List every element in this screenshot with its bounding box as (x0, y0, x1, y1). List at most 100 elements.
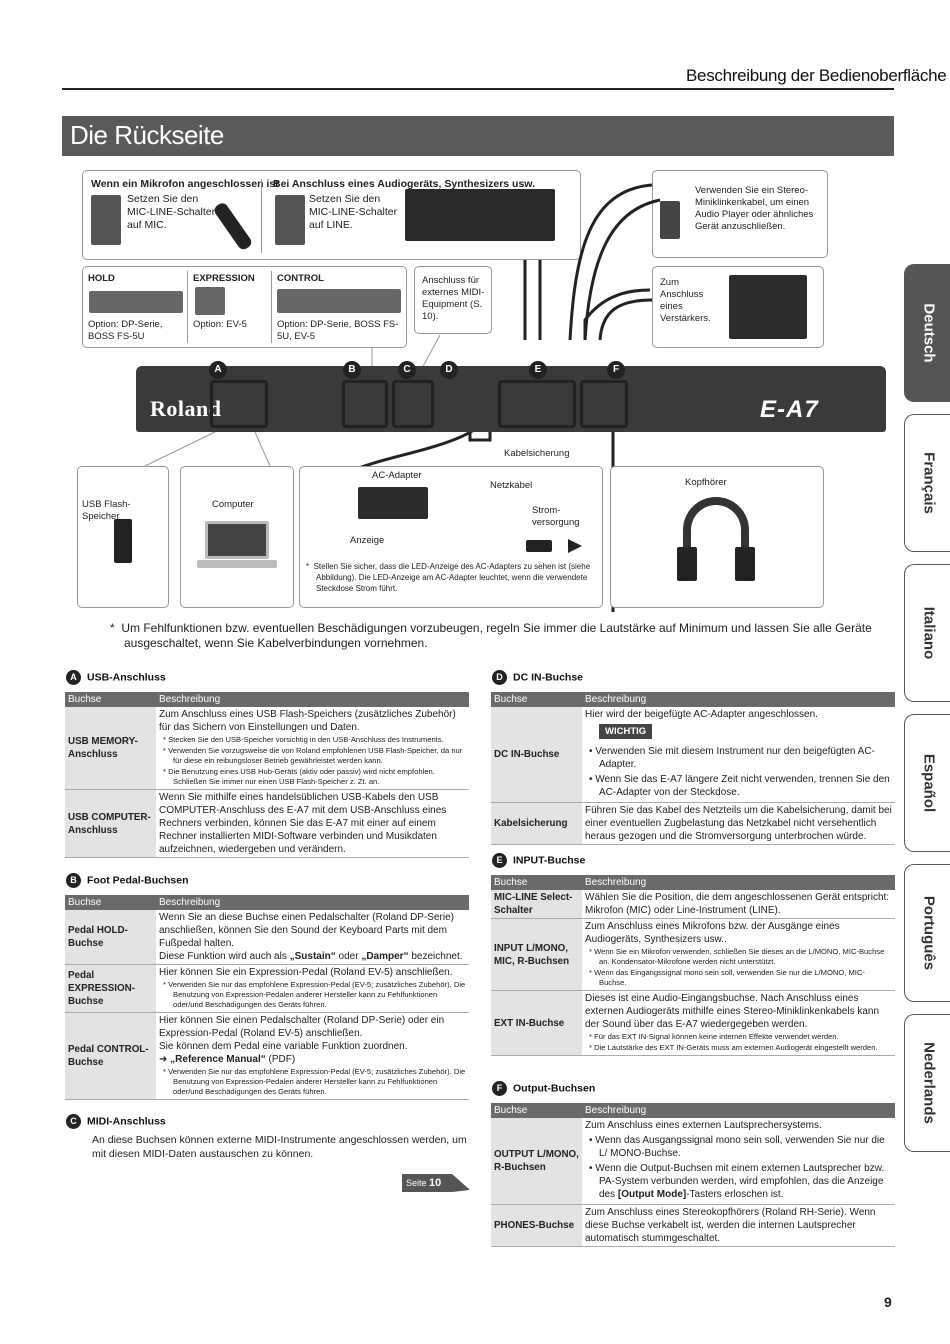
bullet: Verwenden Sie mit diesem Instrument nur … (585, 745, 892, 771)
bullet: Wenn die Output-Buchsen mit einem extern… (585, 1162, 892, 1201)
section-b-heading: B Foot Pedal-Buchsen (66, 873, 189, 888)
adapter-box: AC-Adapter Netzkabel Anzeige Strom-verso… (299, 466, 603, 608)
headphones-box: Kopfhörer (610, 466, 824, 608)
tab-nederlands[interactable]: Nederlands (904, 1014, 950, 1152)
desc-text: Hier können Sie einen Pedalschalter (Rol… (159, 1015, 445, 1039)
divider (187, 271, 188, 343)
row-desc: Dieses ist eine Audio-Eingangsbuchse. Na… (582, 990, 895, 1056)
usb-stick-image (114, 519, 132, 563)
tab-deutsch[interactable]: Deutsch (904, 264, 950, 402)
bullet: Wenn Sie das E-A7 längere Zeit nicht ver… (585, 773, 892, 799)
page-ref-label: Seite 10 (406, 1177, 441, 1189)
col-head: Buchse (491, 875, 582, 890)
text: Wenn die Output-Buchsen mit einem extern… (595, 1163, 885, 1200)
row-key: Kabelsicherung (491, 802, 582, 845)
row-key: Pedal CONTROL-Buchse (65, 1012, 156, 1100)
note: Die Benutzung eines USB Hub-Geräts (akti… (159, 767, 466, 787)
desc-text: Zum Anschluss eines USB Flash-Speichers … (159, 709, 456, 733)
row-key: MIC-LINE Select-Schalter (491, 890, 582, 919)
col-head: Beschreibung (156, 895, 469, 910)
computer-box: Computer (180, 466, 294, 608)
desc-text: Wenn Sie an diese Buchse einen Pedalscha… (159, 912, 454, 949)
row-desc: Zum Anschluss eines Stereokopfhörers (Ro… (582, 1204, 895, 1247)
col-head: Beschreibung (582, 1103, 895, 1118)
model-logo: E-A7 (760, 396, 819, 423)
section-b-title: Foot Pedal-Buchsen (87, 874, 189, 887)
kopfhoerer-label: Kopfhörer (685, 477, 727, 488)
note: Wenn das Eingangssignal mono sein soll, … (585, 968, 892, 988)
player-text: Verwenden Sie ein Stereo-Miniklinkenkabe… (695, 185, 814, 232)
table-row: Kabelsicherung Führen Sie das Kabel des … (491, 802, 895, 845)
note: Verwenden Sie vorzugsweise die von Rolan… (159, 746, 466, 766)
page-ref-button[interactable]: Seite 10 (402, 1172, 470, 1194)
row-desc: Hier können Sie einen Pedalschalter (Rol… (156, 1012, 469, 1100)
power-plug-image (526, 540, 552, 552)
tab-francais[interactable]: Français (904, 414, 950, 552)
amplifier-image (729, 275, 807, 339)
headphone-cup (677, 547, 697, 581)
mic-audio-box: Wenn ein Mikrofon angeschlossen ist Setz… (82, 170, 581, 260)
tab-label: Italiano (920, 606, 938, 660)
pin-b: B (343, 361, 361, 379)
amp-box: Zum Anschluss eines Verstärkers. (652, 266, 824, 348)
row-desc: Wenn Sie an diese Buchse einen Pedalscha… (156, 910, 469, 965)
headphones-image (683, 497, 749, 581)
badge-b: B (66, 873, 81, 888)
text: bezeichnet. (408, 951, 463, 962)
pin-c: C (398, 361, 416, 379)
row-key: INPUT L/MONO, MIC, R-Buchsen (491, 918, 582, 991)
arrow-right-icon (568, 539, 582, 553)
tab-label: Português (920, 895, 938, 971)
led-note-text: Stellen Sie sicher, dass die LED-Anzeige… (313, 562, 591, 593)
tab-portugues[interactable]: Português (904, 864, 950, 1002)
mic-title: Wenn ein Mikrofon angeschlossen ist (91, 178, 279, 190)
table-row: DC IN-Buchse Hier wird der beigefügte AC… (491, 707, 895, 803)
table-row: USB COMPUTER-Anschluss Wenn Sie mithilfe… (65, 789, 469, 858)
row-desc: Hier wird der beigefügte AC-Adapter ange… (582, 707, 895, 803)
audio-title: Bei Anschluss eines Audiogeräts, Synthes… (273, 178, 535, 190)
table-row: Pedal EXPRESSION-Buchse Hier können Sie … (65, 964, 469, 1013)
audio-text: Setzen Sie den MIC-LINE-Schalter auf LIN… (309, 193, 398, 231)
hold-pedals-image (89, 291, 183, 313)
table-row: Pedal HOLD-Buchse Wenn Sie an diese Buch… (65, 910, 469, 965)
leader (419, 334, 441, 373)
desc-text: Sie können dem Pedal eine variable Funkt… (159, 1041, 408, 1052)
note: Stecken Sie den USB-Speicher vorsichtig … (159, 735, 466, 745)
desc-text: Hier können Sie ein Expression-Pedal (Ro… (159, 967, 453, 978)
table-row: USB MEMORY-Anschluss Zum Anschluss eines… (65, 707, 469, 790)
text: Diese Funktion wird auch als (159, 951, 290, 962)
table-row: EXT IN-Buchse Dieses ist eine Audio-Eing… (491, 990, 895, 1056)
main-note: * Um Fehlfunktionen bzw. eventuellen Bes… (110, 621, 872, 650)
text: Seite (406, 1178, 427, 1188)
col-head: Beschreibung (156, 692, 469, 707)
arrow-right-icon: ➜ (159, 1054, 171, 1065)
hold-label: HOLD (88, 273, 115, 284)
row-key: EXT IN-Buchse (491, 990, 582, 1056)
row-key: OUTPUT L/MONO, R-Buchsen (491, 1118, 582, 1205)
row-key: Pedal HOLD-Buchse (65, 910, 156, 965)
expression-label: EXPRESSION (193, 273, 255, 284)
leader (254, 431, 271, 467)
desc-text: Hier wird der beigefügte AC-Adapter ange… (585, 709, 818, 720)
cable-amp-2 (583, 288, 651, 340)
row-key: USB COMPUTER-Anschluss (65, 789, 156, 858)
hold-option: Option: DP-Serie, BOSS FS-5U (88, 319, 163, 342)
highlight-input (498, 380, 576, 428)
col-head: Beschreibung (582, 692, 895, 707)
badge-f: F (492, 1081, 507, 1096)
tab-italiano[interactable]: Italiano (904, 564, 950, 702)
midi-desc: An diese Buchsen können externe MIDI-Ins… (92, 1134, 467, 1160)
control-label: CONTROL (277, 273, 324, 284)
highlight-usb (210, 380, 268, 428)
cable-player (568, 183, 653, 341)
col-head: Buchse (491, 1103, 582, 1118)
tab-espanol[interactable]: Español (904, 714, 950, 852)
reference-link[interactable]: ➜ „Reference Manual“ (PDF) (159, 1053, 466, 1066)
table-row: Pedal CONTROL-Buchse Hier können Sie ein… (65, 1012, 469, 1100)
